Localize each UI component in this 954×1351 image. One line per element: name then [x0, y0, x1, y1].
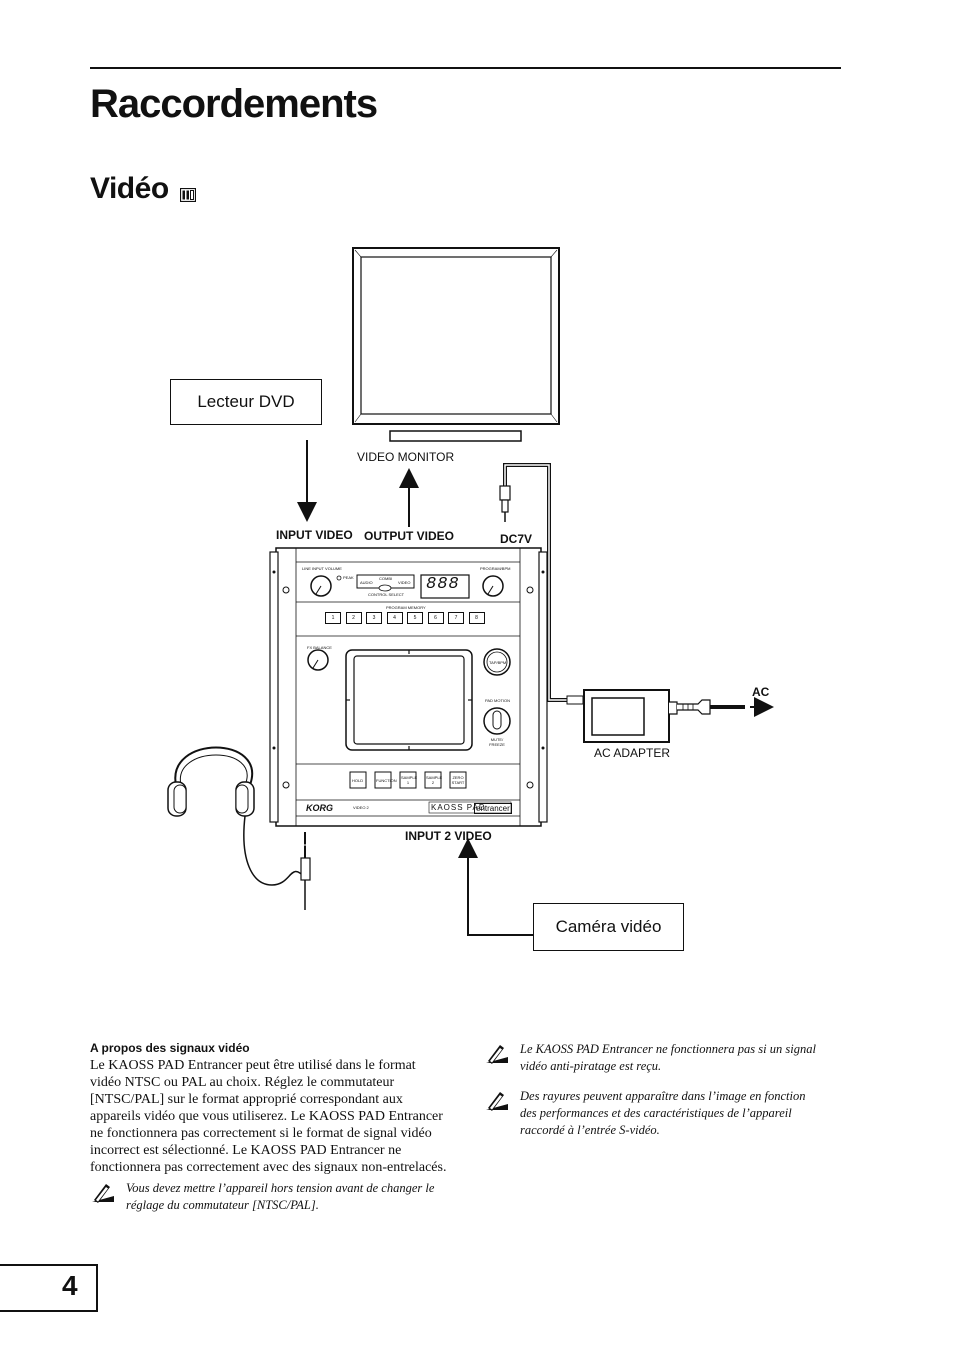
panel-video: VIDEO: [398, 580, 411, 585]
dc-cable: [499, 463, 584, 705]
note-stripes-text: Des rayures peuvent apparaître dans l’im…: [520, 1089, 806, 1137]
page-title: Raccordements: [90, 82, 378, 126]
panel-tap-bpm: TAP/BPM: [489, 660, 507, 665]
note-pencil-icon: [92, 1184, 114, 1203]
panel-audio: AUDIO: [360, 580, 373, 585]
headphones: [167, 746, 311, 910]
panel-peak: PEAK: [343, 575, 354, 580]
device-display: 888: [426, 575, 460, 594]
video-section-icon: [180, 188, 196, 202]
note-anti-piracy: Le KAOSS PAD Entrancer ne fonctionnera p…: [484, 1041, 820, 1075]
program-memory-button-6: 6: [427, 612, 444, 624]
panel-combi: COMBI: [379, 576, 393, 581]
notes-column: Le KAOSS PAD Entrancer ne fonctionnera p…: [484, 1041, 820, 1139]
panel-video2: VIDEO 2: [353, 805, 369, 810]
video-monitor: [352, 247, 560, 442]
section-title: Vidéo: [90, 172, 169, 205]
ac-label: AC: [752, 685, 770, 699]
output-video-label: OUTPUT VIDEO: [364, 529, 455, 543]
device-model: KAOSS PAD: [431, 803, 486, 812]
note-anti-piracy-text: Le KAOSS PAD Entrancer ne fonctionnera p…: [520, 1042, 816, 1073]
program-memory-button-5: 5: [407, 612, 423, 624]
panel-mute-freeze: MUTE/ FREEZE: [489, 737, 505, 747]
input-video-label: INPUT VIDEO: [276, 528, 353, 542]
panel-hold: HOLD: [352, 778, 364, 783]
camera-signal-line: [467, 862, 533, 936]
panel-fx-balance: FX BALANCE: [307, 645, 332, 650]
device-model-suffix: entrancer: [474, 803, 512, 814]
camera-label: Caméra vidéo: [555, 917, 662, 936]
panel-program-bpm: PROGRAM/BPM: [480, 566, 511, 571]
program-memory-button-4: 4: [386, 612, 403, 624]
note-pencil-icon: [486, 1045, 508, 1064]
panel-zero-start: ZERO START: [451, 775, 465, 785]
about-section: A propos des signaux vidéo Le KAOSS PAD …: [90, 1041, 450, 1214]
video-monitor-label: VIDEO MONITOR: [357, 450, 455, 464]
about-body: Le KAOSS PAD Entrancer peut être utilisé…: [90, 1058, 447, 1175]
input2-video-label: INPUT 2 VIDEO: [405, 829, 492, 843]
about-heading: A propos des signaux vidéo: [90, 1041, 250, 1055]
dvd-player-label: Lecteur DVD: [197, 392, 295, 411]
program-memory-button-3: 3: [366, 612, 382, 624]
panel-function: FUNCTION: [376, 778, 397, 783]
program-memory-button-8: 8: [468, 612, 485, 624]
note-stripes: Des rayures peuvent apparaître dans l’im…: [484, 1088, 820, 1139]
dc7v-label: DC7V: [500, 532, 533, 546]
header-rule: [90, 67, 841, 69]
page-number: 4: [62, 1270, 78, 1301]
about-note: Vous devez mettre l’appareil hors tensio…: [90, 1180, 450, 1214]
panel-program-memory: PROGRAM MEMORY: [386, 605, 426, 610]
about-note-text: Vous devez mettre l’appareil hors tensio…: [126, 1181, 435, 1212]
device-brand: KORG: [306, 803, 333, 813]
program-memory-button-1: 1: [325, 612, 341, 624]
program-memory-button-7: 7: [448, 612, 464, 624]
ac-adapter-label: AC ADAPTER: [594, 746, 671, 760]
page-number-box: [0, 1264, 98, 1312]
panel-control-select: CONTROL SELECT: [368, 592, 405, 597]
note-pencil-icon: [486, 1092, 508, 1111]
ac-adapter: [583, 689, 774, 743]
camera-box: Caméra vidéo: [533, 903, 684, 951]
panel-sample2: SAMPLE 2: [426, 775, 443, 785]
program-memory-button-2: 2: [345, 612, 362, 624]
dvd-player-box: Lecteur DVD: [170, 379, 322, 425]
panel-pad-motion: PAD MOTION: [485, 698, 511, 703]
panel-line-input-volume: LINE INPUT VOLUME: [302, 566, 342, 571]
panel-sample1: SAMPLE 1: [401, 775, 418, 785]
